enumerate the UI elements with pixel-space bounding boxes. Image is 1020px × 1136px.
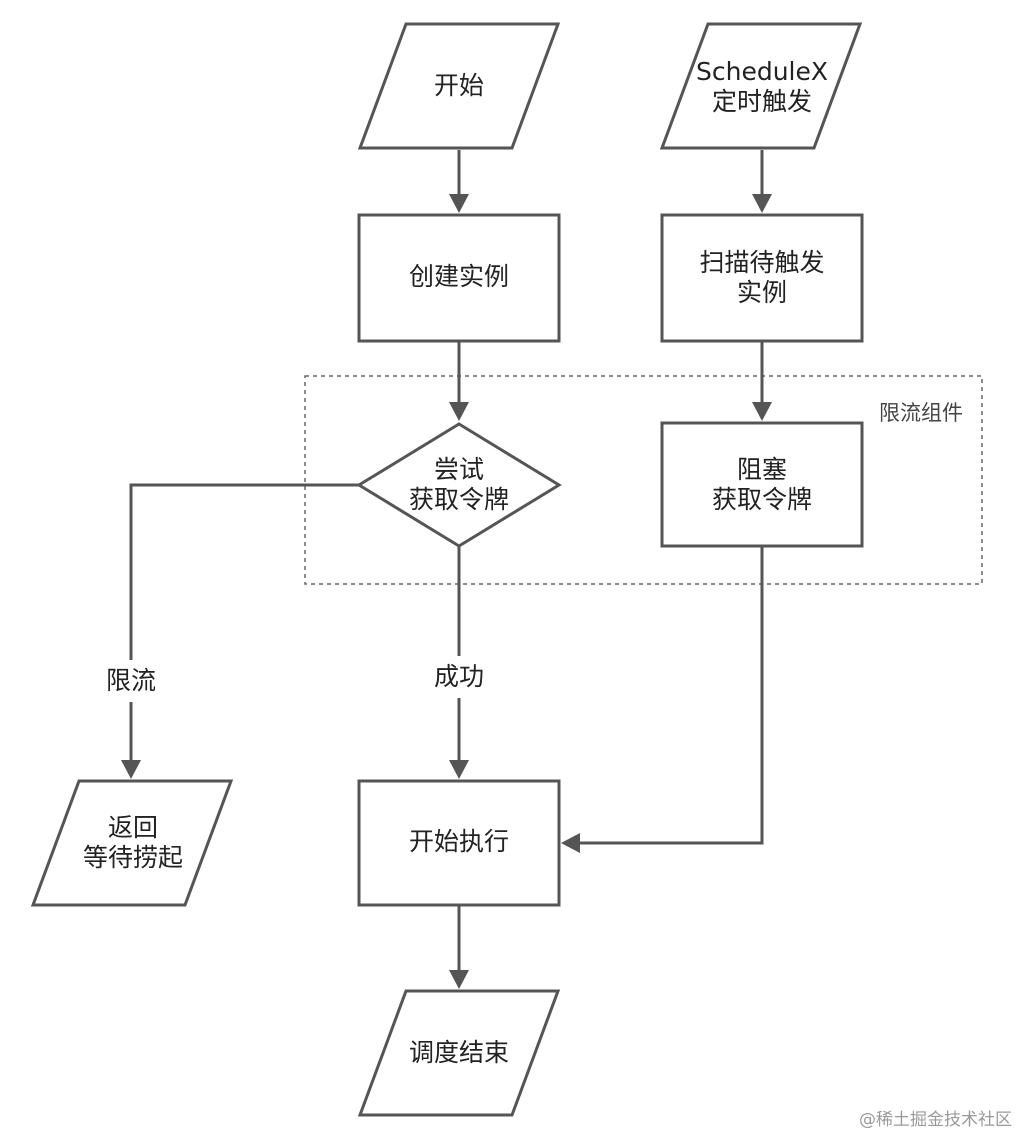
edge-execute-to-end <box>449 905 469 989</box>
start-execution-box <box>357 779 561 907</box>
create-instance-node-label: 创建实例 <box>408 262 510 291</box>
return-wait-node-label: 返回 等待捞起 <box>82 813 184 872</box>
block-acquire-token-box <box>660 421 864 548</box>
edge-scan-to-block <box>752 342 772 421</box>
start-execution-node-label: 开始执行 <box>408 827 510 856</box>
edge-start-to-create <box>449 150 469 213</box>
edge-trigger-to-scan <box>752 150 772 213</box>
success-edge-label: 成功 <box>423 656 495 698</box>
scan-pending-box <box>660 213 864 343</box>
return-wait-parallelogram <box>30 779 234 907</box>
try-acquire-token-node-label: 尝试 获取令牌 <box>408 455 510 514</box>
edge-try-to-execute-success <box>449 546 469 779</box>
schedulex-trigger-parallelogram <box>659 22 863 150</box>
edge-block-to-execute <box>561 546 764 853</box>
start-parallelogram <box>357 22 561 150</box>
rate-limiter-group-border <box>304 375 983 585</box>
create-instance-box <box>357 213 561 343</box>
schedule-end-parallelogram <box>357 989 561 1117</box>
rate-limiter-group-label: 限流组件 <box>879 401 963 425</box>
schedule-end-node-label: 调度结束 <box>408 1038 510 1067</box>
start-node-label: 开始 <box>433 71 485 100</box>
schedulex-trigger-node-label: ScheduleX 定时触发 <box>695 57 829 116</box>
rate-limited-edge-label: 限流 <box>95 660 167 702</box>
block-acquire-token-node-label: 阻塞 获取令牌 <box>711 455 813 514</box>
scan-pending-node-label: 扫描待触发 实例 <box>699 248 825 307</box>
edge-try-to-return-rate-limited <box>121 483 359 779</box>
edge-create-to-try <box>449 342 469 421</box>
try-acquire-token-diamond <box>356 422 562 548</box>
watermark: @稀土掘金技术社区 <box>859 1110 1012 1130</box>
